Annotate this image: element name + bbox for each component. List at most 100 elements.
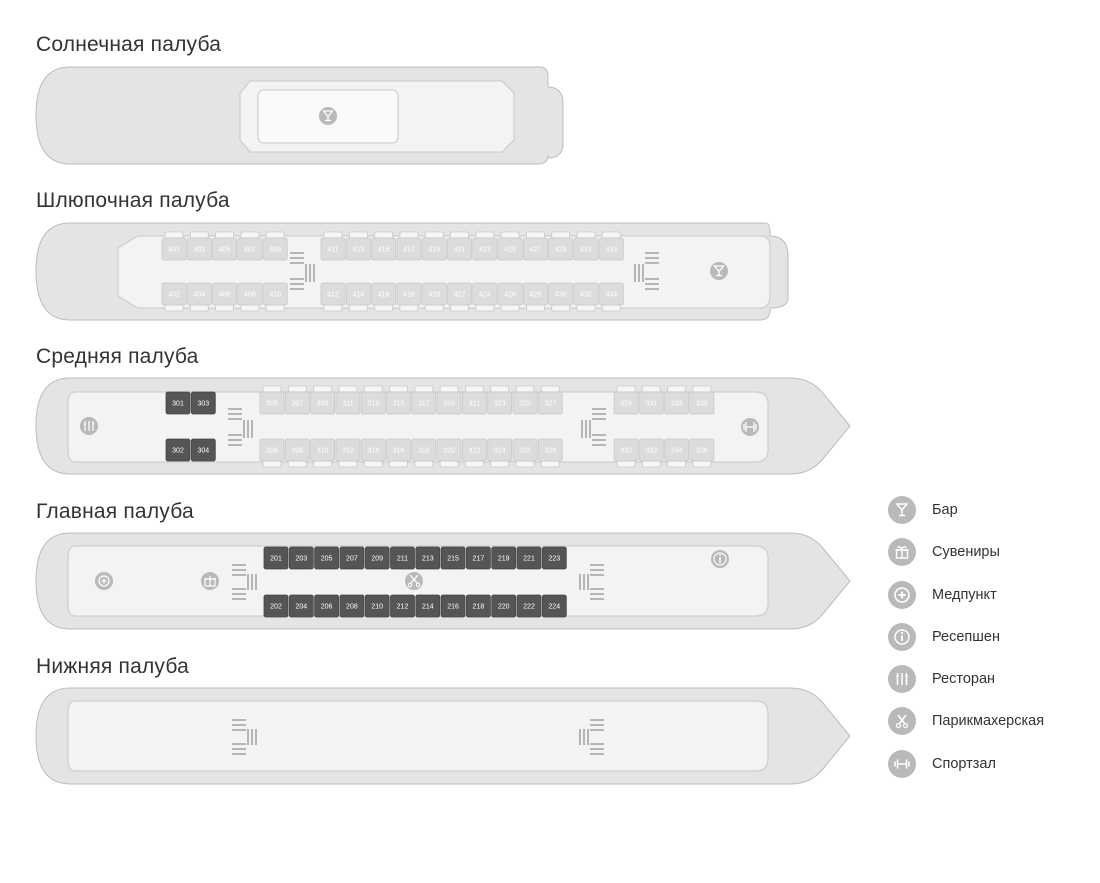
cabin-204[interactable]: 204 — [288, 594, 314, 618]
cabin-number: 318 — [418, 448, 430, 455]
cabin-219[interactable]: 219 — [491, 546, 517, 570]
cabin-317[interactable]: 317 — [411, 385, 437, 415]
cabin-322[interactable]: 322 — [461, 438, 487, 468]
cabin-406[interactable]: 406 — [212, 282, 238, 312]
cabin-425[interactable]: 425 — [497, 231, 523, 261]
cabin-416[interactable]: 416 — [371, 282, 397, 312]
cabin-426[interactable]: 426 — [497, 282, 523, 312]
cabin-411[interactable]: 411 — [320, 231, 346, 261]
cabin-321[interactable]: 321 — [461, 385, 487, 415]
cabin-309[interactable]: 309 — [310, 385, 336, 415]
cabin-434[interactable]: 434 — [598, 282, 624, 312]
cabin-335[interactable]: 335 — [689, 385, 715, 415]
cabin-205[interactable]: 205 — [314, 546, 340, 570]
cabin-207[interactable]: 207 — [339, 546, 365, 570]
cabin-number: 311 — [342, 401, 353, 408]
cabin-210[interactable]: 210 — [364, 594, 390, 618]
cabin-401[interactable]: 401 — [161, 231, 187, 261]
cabin-218[interactable]: 218 — [465, 594, 491, 618]
cabin-301[interactable]: 301 — [165, 391, 191, 415]
cabin-217[interactable]: 217 — [465, 546, 491, 570]
cabin-415[interactable]: 415 — [371, 231, 397, 261]
cabin-224[interactable]: 224 — [541, 594, 567, 618]
cabin-305[interactable]: 305 — [259, 385, 285, 415]
cabin-304[interactable]: 304 — [190, 438, 216, 462]
cabin-221[interactable]: 221 — [516, 546, 542, 570]
cabin-201[interactable]: 201 — [263, 546, 289, 570]
cabin-213[interactable]: 213 — [415, 546, 441, 570]
cabin-331[interactable]: 331 — [638, 385, 664, 415]
cabin-209[interactable]: 209 — [364, 546, 390, 570]
cabin-432[interactable]: 432 — [573, 282, 599, 312]
cabin-332[interactable]: 332 — [638, 438, 664, 468]
cabin-214[interactable]: 214 — [415, 594, 441, 618]
cabin-431[interactable]: 431 — [573, 231, 599, 261]
cabin-312[interactable]: 312 — [335, 438, 361, 468]
cabin-323[interactable]: 323 — [487, 385, 513, 415]
cabin-307[interactable]: 307 — [284, 385, 310, 415]
cabin-334[interactable]: 334 — [664, 438, 689, 468]
cabin-222[interactable]: 222 — [516, 594, 542, 618]
cabin-417[interactable]: 417 — [396, 231, 422, 261]
cabin-333[interactable]: 333 — [664, 385, 689, 415]
cabin-314[interactable]: 314 — [360, 438, 386, 468]
cabin-418[interactable]: 418 — [396, 282, 422, 312]
cabin-203[interactable]: 203 — [288, 546, 314, 570]
cabin-336[interactable]: 336 — [689, 438, 715, 468]
legend-item-souvenirs: Сувениры — [888, 538, 1044, 567]
cabin-413[interactable]: 413 — [345, 231, 371, 261]
cabin-429[interactable]: 429 — [548, 231, 574, 261]
cabin-208[interactable]: 208 — [339, 594, 365, 618]
cabin-419[interactable]: 419 — [421, 231, 447, 261]
cabin-310[interactable]: 310 — [310, 438, 336, 468]
cabin-421[interactable]: 421 — [447, 231, 472, 261]
cabin-319[interactable]: 319 — [436, 385, 462, 415]
cabin-405[interactable]: 405 — [212, 231, 238, 261]
cabin-433[interactable]: 433 — [598, 231, 624, 261]
cabin-409[interactable]: 409 — [262, 231, 288, 261]
cabin-302[interactable]: 302 — [165, 438, 191, 462]
cabin-311[interactable]: 311 — [335, 385, 361, 415]
cabin-427[interactable]: 427 — [523, 231, 548, 261]
cabin-414[interactable]: 414 — [345, 282, 371, 312]
cabin-313[interactable]: 313 — [360, 385, 386, 415]
cabin-212[interactable]: 212 — [390, 594, 415, 618]
cabin-423[interactable]: 423 — [472, 231, 498, 261]
cabin-315[interactable]: 315 — [386, 385, 411, 415]
cabin-412[interactable]: 412 — [320, 282, 346, 312]
cabin-316[interactable]: 316 — [386, 438, 411, 468]
cabin-329[interactable]: 329 — [613, 385, 639, 415]
cabin-318[interactable]: 318 — [411, 438, 437, 468]
cabin-430[interactable]: 430 — [548, 282, 574, 312]
cabin-320[interactable]: 320 — [436, 438, 462, 468]
cabin-220[interactable]: 220 — [491, 594, 517, 618]
cabin-303[interactable]: 303 — [190, 391, 216, 415]
cabin-407[interactable]: 407 — [237, 231, 263, 261]
cabin-410[interactable]: 410 — [262, 282, 288, 312]
cabin-223[interactable]: 223 — [541, 546, 567, 570]
cabin-308[interactable]: 308 — [284, 438, 310, 468]
cabin-324[interactable]: 324 — [487, 438, 513, 468]
cabin-number: 421 — [454, 247, 466, 254]
cabin-428[interactable]: 428 — [523, 282, 548, 312]
cabin-404[interactable]: 404 — [186, 282, 212, 312]
cabin-215[interactable]: 215 — [440, 546, 466, 570]
cabin-306[interactable]: 306 — [259, 438, 285, 468]
cabin-422[interactable]: 422 — [447, 282, 472, 312]
cabin-327[interactable]: 327 — [537, 385, 563, 415]
cabin-206[interactable]: 206 — [314, 594, 340, 618]
cabin-408[interactable]: 408 — [237, 282, 263, 312]
cabin-number: 420 — [428, 292, 440, 299]
cabin-402[interactable]: 402 — [161, 282, 187, 312]
cabin-424[interactable]: 424 — [472, 282, 498, 312]
cabin-325[interactable]: 325 — [512, 385, 538, 415]
cabin-420[interactable]: 420 — [421, 282, 447, 312]
cabin-330[interactable]: 330 — [613, 438, 639, 468]
cabin-403[interactable]: 403 — [186, 231, 212, 261]
cabin-202[interactable]: 202 — [263, 594, 289, 618]
cabin-326[interactable]: 326 — [512, 438, 538, 468]
cabin-number: 217 — [473, 556, 485, 563]
cabin-328[interactable]: 328 — [537, 438, 563, 468]
cabin-216[interactable]: 216 — [440, 594, 466, 618]
cabin-211[interactable]: 211 — [390, 546, 415, 570]
